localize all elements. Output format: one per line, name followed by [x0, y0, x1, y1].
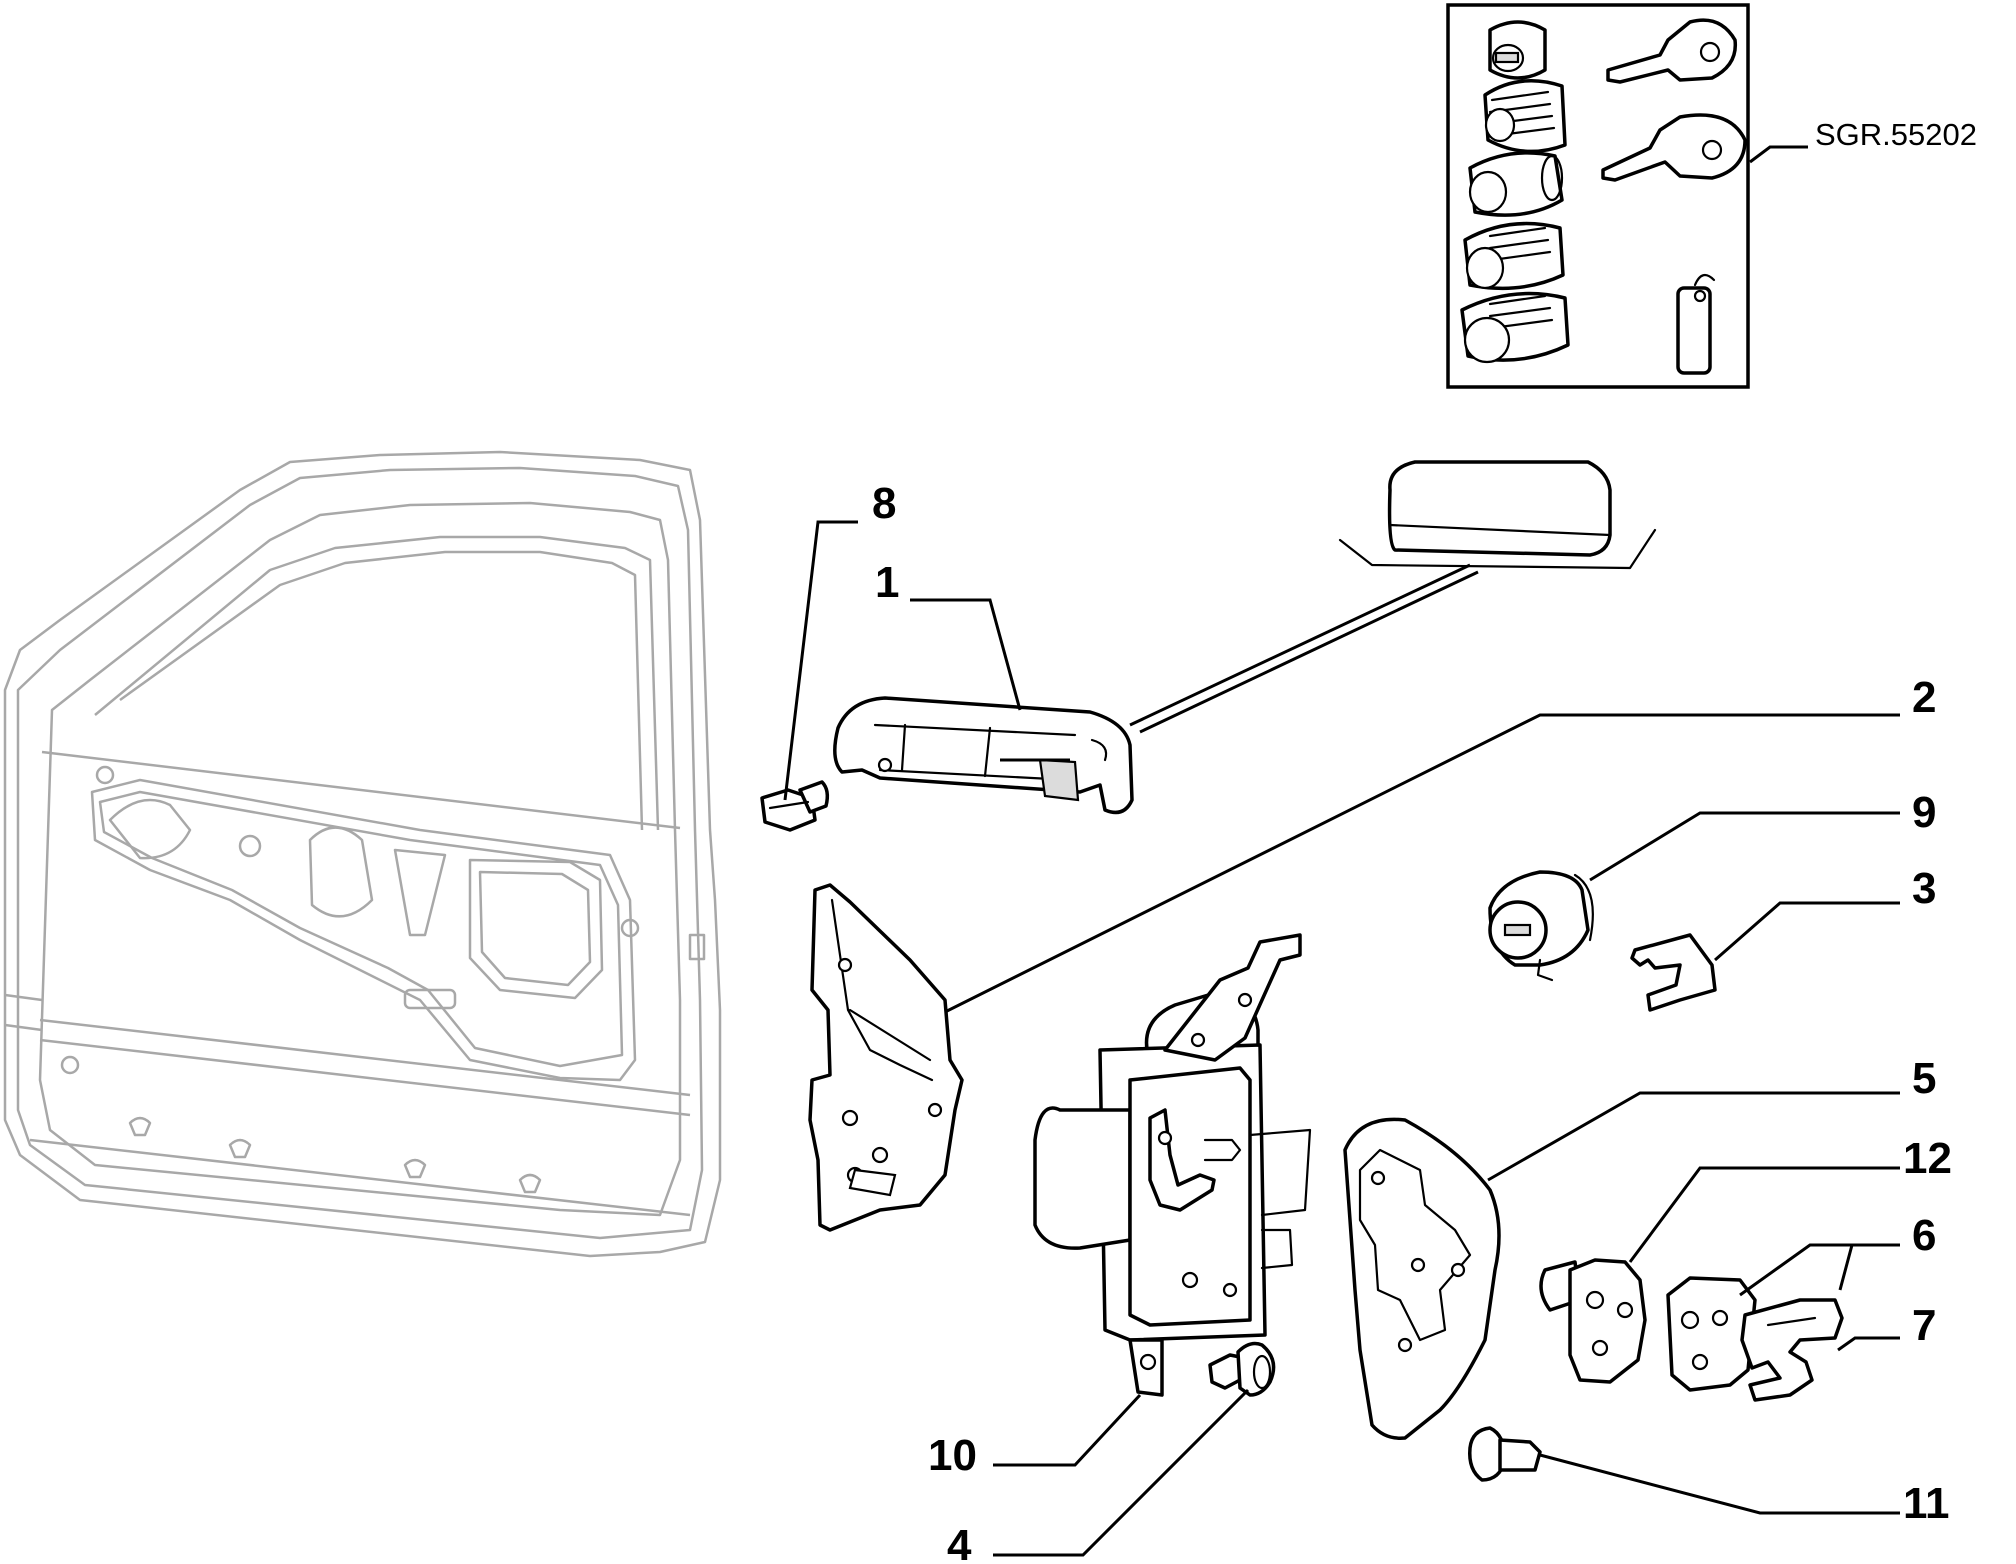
callout-6: 6: [1912, 1211, 1936, 1260]
callout-8: 8: [872, 479, 896, 528]
callout-1: 1: [875, 558, 899, 607]
callout-3: 3: [1912, 864, 1936, 913]
callout-4: 4: [947, 1521, 972, 1564]
leader-lines: [783, 145, 1900, 1557]
key-tag-icon: [1676, 273, 1716, 375]
callout-12: 12: [1903, 1134, 1952, 1183]
retaining-clip-3-icon: [1630, 933, 1717, 1012]
screw-11-icon: [1468, 1426, 1542, 1482]
lock-cylinder-icon: [1488, 20, 1547, 80]
lock-kit-box: [1446, 3, 1750, 389]
lock-bracket: [808, 883, 964, 1232]
exterior-door-handle: [833, 696, 1134, 815]
callout-11: 11: [1903, 1479, 1950, 1528]
key-icon: [1606, 18, 1738, 84]
door-shell: [3, 450, 722, 1258]
screw-4-icon: [1208, 1341, 1276, 1397]
kit-code-label: SGR.55202: [1815, 117, 1977, 152]
lock-cylinder-icon: [1483, 78, 1567, 154]
spring-clip-7-icon: [1740, 1298, 1844, 1402]
callout-9: 9: [1912, 788, 1936, 837]
lock-cylinder-icon: [1468, 151, 1564, 217]
lock-cylinder-icon: [1463, 221, 1565, 291]
key-icon: [1601, 113, 1747, 182]
callout-7: 7: [1912, 1301, 1936, 1350]
door-lock-mechanism: [1033, 933, 1312, 1397]
callout-10: 10: [928, 1431, 977, 1480]
pin-plate-12-icon: [1539, 1258, 1647, 1384]
lock-cover-plate: [1343, 1117, 1501, 1440]
plate-6-icon: [1666, 1276, 1757, 1392]
callout-5: 5: [1912, 1054, 1936, 1103]
lock-cylinder-icon: [1460, 291, 1570, 364]
callout-2: 2: [1912, 673, 1936, 722]
lock-cylinder-9-icon: [1488, 870, 1594, 982]
screw-8-icon: [760, 780, 830, 832]
handle-inset-detail: [1338, 460, 1657, 570]
